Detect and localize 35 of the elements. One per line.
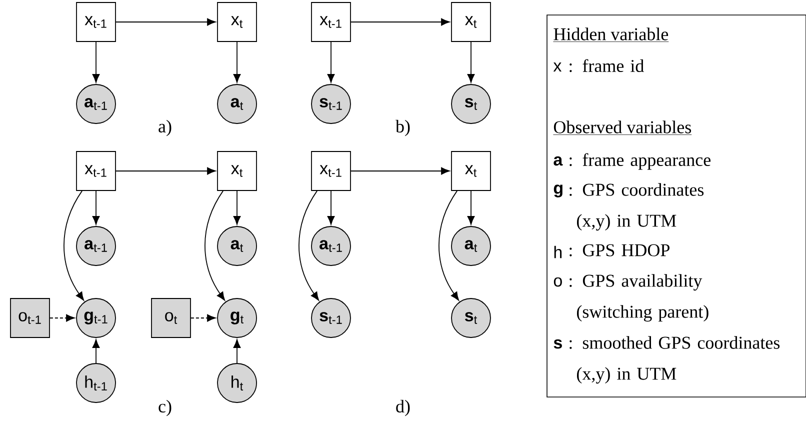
arrow bbox=[233, 190, 241, 225]
arrow bbox=[350, 18, 450, 26]
arrow bbox=[467, 42, 475, 83]
dashed-arrow bbox=[50, 314, 75, 322]
arrow bbox=[233, 42, 241, 83]
panel-label: a) bbox=[158, 120, 172, 136]
variable-box: x$_{t}$ bbox=[451, 2, 491, 42]
panel-label: c) bbox=[158, 400, 172, 416]
curved-arrow bbox=[438, 190, 459, 301]
variable-box: x$_{t-1}$ bbox=[76, 151, 116, 191]
arrow bbox=[92, 339, 100, 364]
curved-arrow bbox=[64, 190, 84, 301]
variable-box: x$_{t}$ bbox=[217, 2, 257, 42]
arrow bbox=[233, 339, 241, 364]
observed-box: o$_{t-1}$ bbox=[10, 298, 50, 338]
panel-label: b) bbox=[396, 120, 410, 136]
arrow bbox=[350, 167, 450, 175]
curved-arrow bbox=[298, 190, 320, 301]
variable-box: x$_{t-1}$ bbox=[311, 2, 351, 42]
arrow bbox=[116, 18, 216, 26]
variable-box: x$_{t-1}$ bbox=[311, 151, 351, 191]
arrow bbox=[92, 42, 100, 83]
arrow bbox=[467, 190, 475, 225]
arrow bbox=[116, 167, 216, 175]
panel-label: d) bbox=[396, 400, 410, 416]
variable-box: x$_{t}$ bbox=[217, 151, 257, 191]
arrow bbox=[327, 190, 335, 225]
arrow bbox=[327, 42, 335, 83]
observed-box: o$_{t}$ bbox=[151, 298, 191, 338]
arrow bbox=[92, 190, 100, 225]
dashed-arrow bbox=[190, 314, 216, 322]
variable-box: x$_{t-1}$ bbox=[76, 2, 116, 42]
legend-box: Hidden variable x : frame id Observed variables a : frame appearance g : GPS coordinates (x,y) in UTM h : GPS HDOP o : GPS availability (switching parent) s : smoothed GPS coordinates (x,y) in UTM bbox=[546, 14, 806, 398]
curved-arrow bbox=[204, 190, 225, 301]
variable-box: x$_{t}$ bbox=[451, 151, 491, 191]
